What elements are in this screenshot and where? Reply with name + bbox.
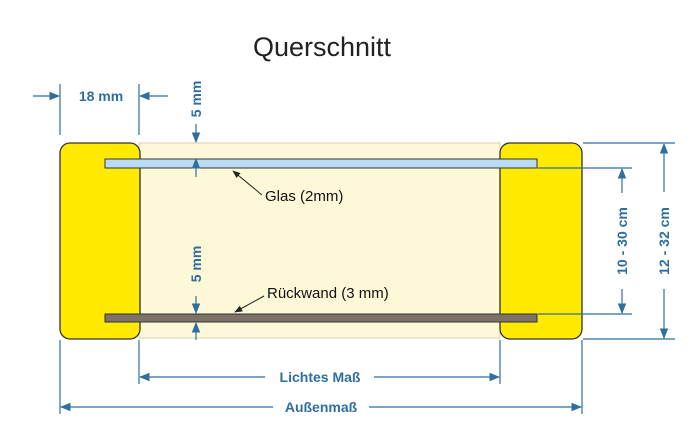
interior-space <box>138 142 501 339</box>
gap-bottom-label: 5 mm <box>188 246 204 283</box>
inner-width-label: Lichtes Maß <box>280 369 361 385</box>
frame-width-label: 18 mm <box>79 88 123 104</box>
outer-width-label: Außenmaß <box>285 399 358 415</box>
inner-height-label: 10 - 30 cm <box>614 207 630 275</box>
diagram-title: Querschnitt <box>253 32 392 62</box>
frame-left <box>59 142 141 340</box>
gap-top-label: 5 mm <box>188 81 204 118</box>
glass-pane <box>104 158 538 169</box>
glass-leader-line <box>232 170 263 196</box>
back-wall <box>104 313 538 323</box>
backwall-leader-line <box>234 295 265 313</box>
outer-height-label: 12 - 32 cm <box>656 207 672 275</box>
backwall-label: Rückwand (3 mm) <box>267 285 389 302</box>
glass-label: Glas (2mm) <box>265 188 343 205</box>
frame-right <box>499 142 583 340</box>
